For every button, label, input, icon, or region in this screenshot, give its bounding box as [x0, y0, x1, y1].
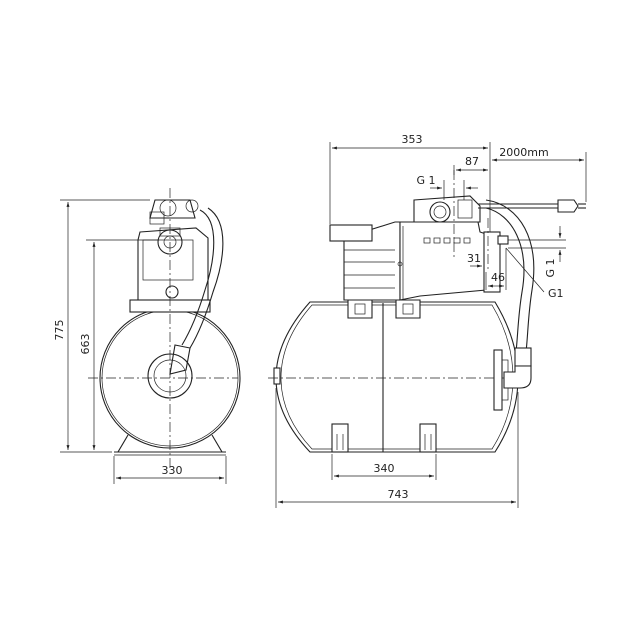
side-pressure-gauge	[429, 201, 451, 223]
front-pump-motor	[137, 227, 209, 301]
dim-31-label: 31	[467, 252, 481, 265]
thread-side-label: G1	[548, 287, 564, 300]
side-view	[268, 170, 586, 453]
front-dimensions: 775 663 330	[53, 199, 227, 484]
dim-353-label: 353	[402, 133, 423, 146]
dim-340-label: 340	[374, 462, 395, 475]
dim-775-label: 775	[53, 320, 66, 341]
side-tank-flange	[493, 349, 503, 411]
dim-87-label: 87	[465, 155, 479, 168]
dim-330-label: 330	[162, 464, 183, 477]
thread-side-vertical-label: G 1	[544, 258, 557, 277]
front-view	[88, 188, 241, 470]
dim-663-label: 663	[79, 334, 92, 355]
dim-cable-label: 2000mm	[499, 146, 548, 159]
dim-46-label: 46	[491, 271, 505, 284]
side-dimensions: 353 87 2000mm G 1 31 46 G 1 G1	[275, 133, 587, 508]
side-foot-right	[419, 423, 437, 453]
side-hose	[485, 199, 535, 353]
front-hose	[181, 209, 215, 346]
dim-743-label: 743	[388, 488, 409, 501]
side-foot-left	[331, 423, 349, 453]
side-tank-outline	[275, 301, 519, 453]
thread-top-label: G 1	[416, 174, 435, 187]
